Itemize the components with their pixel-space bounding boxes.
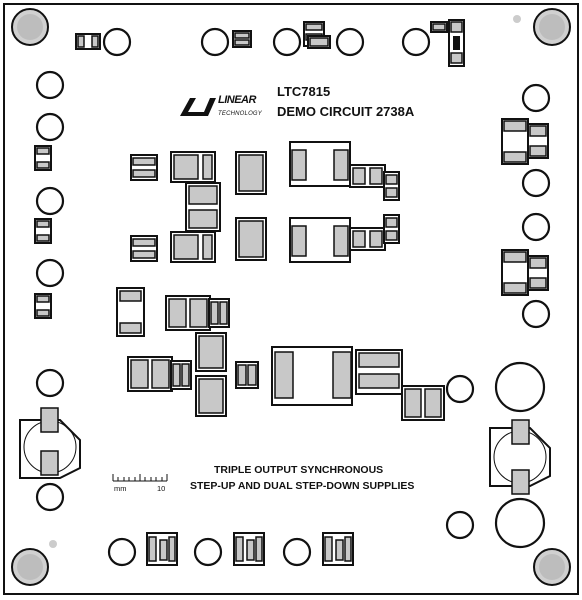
description-line-2: STEP-UP AND DUAL STEP-DOWN SUPPLIES — [190, 480, 415, 492]
right-capacitors — [501, 118, 549, 296]
scale-unit-label: mm — [114, 484, 127, 493]
sense-resistors-upper — [349, 164, 400, 251]
test-points-top — [102, 27, 431, 57]
mounting-hole-bottom-left — [11, 548, 49, 586]
description-line-1: TRIPLE OUTPUT SYNCHRONOUS — [214, 464, 384, 476]
linear-logo-icon — [180, 98, 216, 116]
part-number-label: LTC7815 — [277, 84, 331, 99]
logo-subtitle: TECHNOLOGY — [218, 111, 263, 117]
test-points-right — [445, 83, 551, 549]
caps-middle-left — [116, 287, 259, 417]
mosfets-upper — [130, 151, 267, 263]
inductor-upper-2 — [289, 217, 351, 263]
fiducial-top-right — [513, 15, 521, 23]
parts-lower-right — [355, 349, 445, 421]
demo-circuit-label: DEMO CIRCUIT 2738A — [277, 104, 415, 119]
capacitor-right — [489, 419, 551, 495]
mounting-hole-bottom-right — [533, 548, 571, 586]
fiducial-bottom-left — [49, 540, 57, 548]
scale-bar — [112, 474, 168, 482]
inductor-lower — [271, 346, 353, 406]
inductor-upper-1 — [289, 141, 351, 187]
capacitor-left — [19, 407, 81, 479]
test-points-left — [34, 70, 65, 512]
top-resistors — [75, 19, 465, 67]
scale-value-label: 10 — [157, 484, 166, 493]
test-points-bottom — [107, 532, 354, 567]
logo-wordmark: LINEAR — [218, 94, 256, 106]
mounting-hole-top-right — [533, 8, 571, 46]
board-outline — [3, 3, 579, 595]
mounting-hole-top-left — [11, 8, 49, 46]
